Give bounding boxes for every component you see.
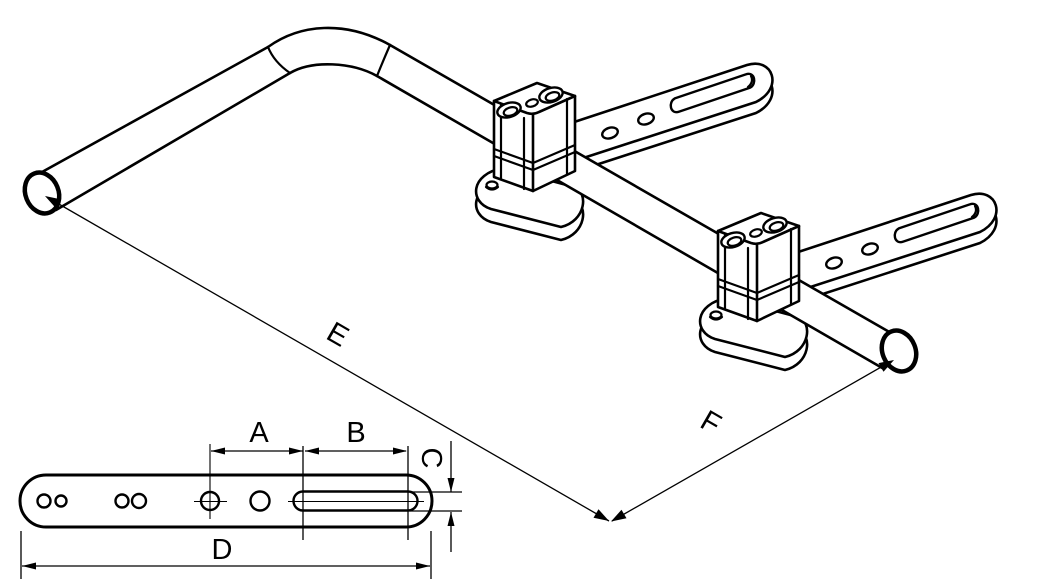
- dimension-c-arrow-top: [447, 478, 455, 492]
- plate-hole-pair1-b: [54, 494, 68, 508]
- dimension-c-lines-and-extensions: [410, 441, 462, 552]
- arm2-hole-1: [825, 256, 843, 270]
- dimension-f-arrow-start: [611, 509, 627, 522]
- isometric-assembly-view: [22, 26, 998, 374]
- clamp2-center-hole: [749, 228, 763, 238]
- dimension-b: B: [302, 417, 409, 540]
- tube-left-top-edge: [31, 45, 270, 179]
- clamp2-split-lines: [716, 273, 801, 302]
- dimension-d: D: [20, 531, 432, 579]
- arm2-hole-2: [861, 242, 879, 256]
- dimension-a-arrow-right: [289, 447, 303, 455]
- clamp-base-pad-1: [474, 166, 585, 242]
- riser-clamp-2: [716, 211, 801, 323]
- arm1-hole-1: [601, 126, 619, 140]
- clamp2-bolt-hole-1: [726, 236, 743, 247]
- plate-hole-pair2-b: [130, 492, 148, 510]
- tube-bend-tangent-left: [266, 45, 292, 75]
- plate-round-hole: [249, 490, 271, 512]
- bracket-detail-view: A B C D: [18, 417, 462, 579]
- dimension-c: C: [410, 441, 462, 552]
- dimension-label-a: A: [249, 417, 269, 449]
- clamp1-center-hole: [525, 98, 539, 108]
- clamp1-split-lines: [492, 143, 577, 172]
- dimension-d-line-and-extensions: [20, 531, 432, 579]
- dimension-label-c: C: [415, 448, 447, 469]
- dimension-b-arrow-right: [393, 447, 407, 455]
- arm1-hole-2: [637, 112, 655, 126]
- dimension-b-arrow-left: [305, 447, 319, 455]
- bracket-arm-2: [772, 192, 998, 306]
- dimension-label-e: E: [321, 316, 354, 353]
- riser-clamp-1: [492, 81, 577, 193]
- tube-right-top-edge: [388, 43, 900, 339]
- tube-bend-inner-edge: [288, 63, 379, 78]
- plate-hole-pair2-a: [114, 493, 130, 509]
- dimension-d-arrow-right: [416, 562, 430, 570]
- base-hole-1-thickness-edge: [484, 185, 500, 191]
- clamp1-bolt-hole-1: [502, 106, 519, 117]
- tube-left-bottom-edge: [54, 71, 292, 212]
- tube-bend-outer-edge: [266, 26, 392, 49]
- dimension-e-line: [50, 198, 610, 522]
- dimension-label-d: D: [212, 534, 233, 566]
- dimension-e: E: [45, 196, 610, 522]
- tube-bend-tangent-right: [375, 43, 392, 78]
- dimension-e-arrow-end: [593, 509, 609, 521]
- dimension-c-arrow-bottom: [447, 512, 455, 526]
- dimension-f: F: [611, 360, 894, 522]
- plate-hole-pair1-a: [36, 493, 52, 509]
- dimension-a: A: [211, 417, 303, 455]
- dimension-b-line-and-extensions: [302, 446, 409, 540]
- tube-fill: [31, 27, 904, 369]
- handlebar-tube: [31, 26, 904, 371]
- dimension-f-line: [611, 361, 891, 522]
- plate-center-hole-centerlines: [194, 444, 227, 519]
- clamp1-bolt-hole-2: [544, 91, 561, 102]
- clamp-base-pad-2: [698, 296, 809, 372]
- dimension-a-arrow-left: [211, 447, 225, 455]
- dimension-f-arrow-end: [878, 360, 894, 372]
- clamp2-bolt-hole-2: [768, 221, 785, 232]
- bracket-arm-1: [548, 62, 774, 176]
- dimension-d-arrow-left: [22, 562, 36, 570]
- arm1-slot-thickness-edge: [746, 74, 754, 89]
- base-hole-2-thickness-edge: [708, 315, 724, 321]
- arm2-slot-thickness-edge: [970, 204, 978, 219]
- tube-end-face-left: [22, 170, 62, 216]
- dimension-e-arrow-start: [45, 196, 61, 208]
- tube-right-bottom-edge: [375, 74, 886, 371]
- dimension-label-b: B: [346, 417, 365, 449]
- dimension-label-f: F: [695, 405, 726, 442]
